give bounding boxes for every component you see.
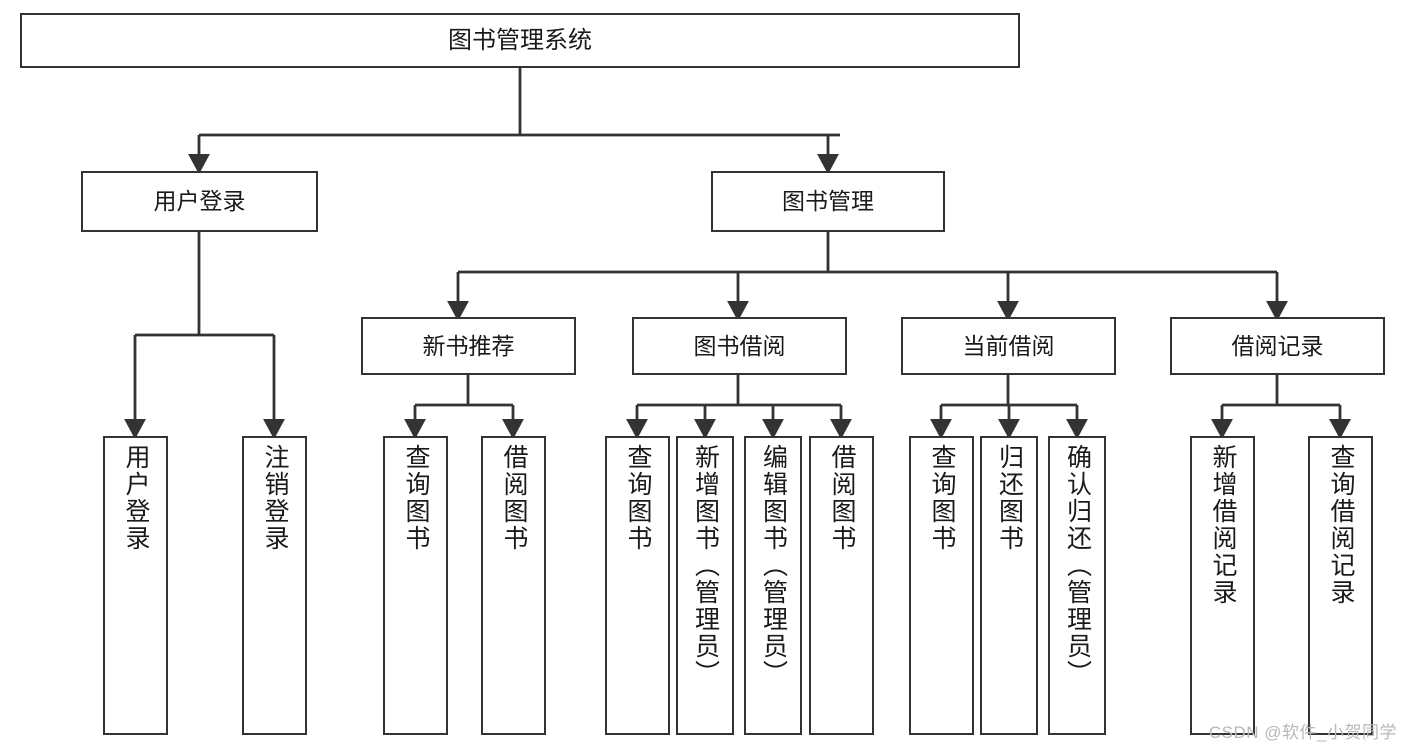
leaf-records-query-record[interactable]: 查询借阅记录 — [1308, 436, 1373, 735]
node-book-borrow[interactable]: 图书借阅 — [632, 317, 847, 375]
leaf-borrow-add-book-admin[interactable]: 新增图书（管理员） — [676, 436, 734, 735]
node-label: 编辑图书（管理员） — [759, 444, 788, 687]
leaf-borrow-borrow-book[interactable]: 借阅图书 — [809, 436, 874, 735]
leaf-borrow-query-book[interactable]: 查询图书 — [605, 436, 670, 735]
node-label: 借阅图书 — [828, 444, 856, 552]
node-label: 新增借阅记录 — [1209, 444, 1237, 606]
leaf-borrow-edit-book-admin[interactable]: 编辑图书（管理员） — [744, 436, 802, 735]
node-label: 注销登录 — [261, 444, 289, 552]
node-label: 借阅记录 — [1231, 332, 1324, 359]
node-label: 查询图书 — [624, 444, 652, 552]
node-label: 用户登录 — [122, 444, 150, 552]
leaf-current-return-book[interactable]: 归还图书 — [980, 436, 1038, 735]
node-new-book-recommend[interactable]: 新书推荐 — [361, 317, 576, 375]
node-label: 图书管理系统 — [448, 26, 592, 54]
leaf-newbook-query-book[interactable]: 查询图书 — [383, 436, 448, 735]
csdn-watermark: CSDN @软件_小贺同学 — [1208, 723, 1397, 742]
node-label: 确认归还（管理员） — [1063, 444, 1092, 687]
node-label: 当前借阅 — [962, 332, 1055, 359]
leaf-current-query-book[interactable]: 查询图书 — [909, 436, 974, 735]
node-root-system[interactable]: 图书管理系统 — [20, 13, 1020, 68]
node-borrow-records[interactable]: 借阅记录 — [1170, 317, 1385, 375]
node-label: 新增图书（管理员） — [691, 444, 720, 687]
node-label: 新书推荐 — [422, 332, 515, 359]
node-label: 查询图书 — [402, 444, 430, 552]
leaf-current-confirm-return-admin[interactable]: 确认归还（管理员） — [1048, 436, 1106, 735]
node-label: 查询图书 — [928, 444, 956, 552]
node-label: 图书管理 — [782, 188, 874, 215]
leaf-logout[interactable]: 注销登录 — [242, 436, 307, 735]
leaf-records-add-record[interactable]: 新增借阅记录 — [1190, 436, 1255, 735]
node-user-login[interactable]: 用户登录 — [81, 171, 318, 232]
node-label: 查询借阅记录 — [1327, 444, 1355, 606]
node-label: 归还图书 — [995, 444, 1024, 552]
node-label: 用户登录 — [153, 188, 246, 215]
node-label: 借阅图书 — [500, 444, 528, 552]
node-book-management[interactable]: 图书管理 — [711, 171, 945, 232]
leaf-newbook-borrow-book[interactable]: 借阅图书 — [481, 436, 546, 735]
node-label: 图书借阅 — [693, 332, 786, 359]
node-current-borrow[interactable]: 当前借阅 — [901, 317, 1116, 375]
leaf-user-login[interactable]: 用户登录 — [103, 436, 168, 735]
